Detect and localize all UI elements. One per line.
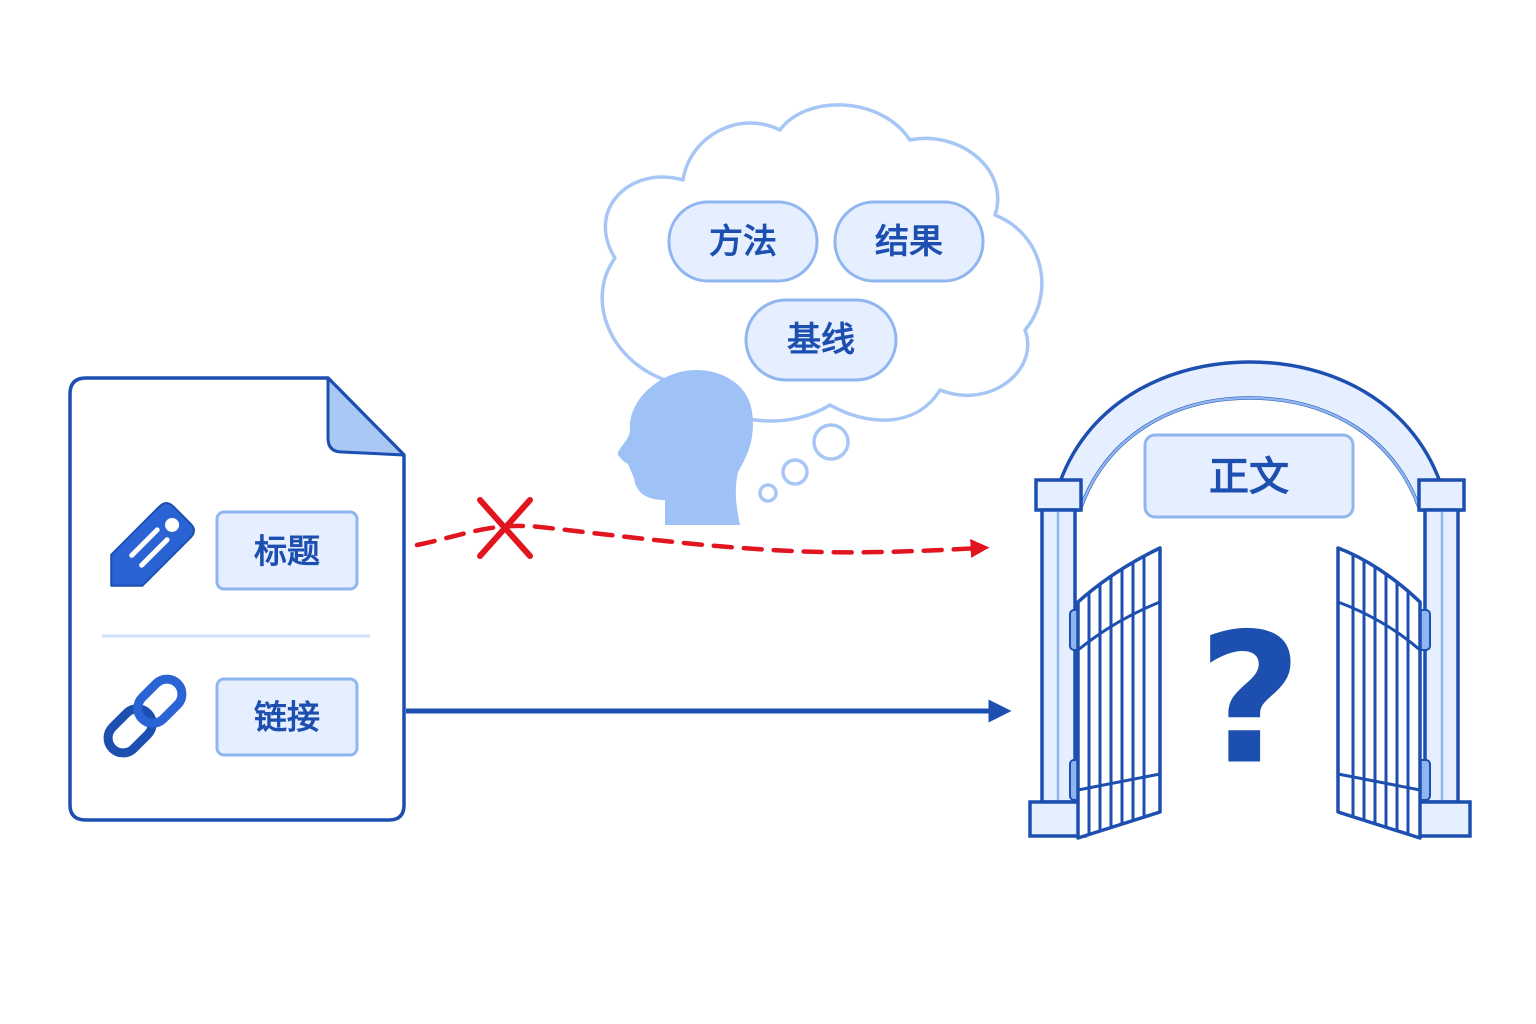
tag-icon (110, 502, 195, 587)
head-icon (617, 369, 753, 525)
thought-bubble-small (758, 483, 778, 503)
title-label: 标题 (254, 532, 320, 571)
cloud-tag-label: 结果 (875, 222, 943, 262)
thought-cloud (600, 103, 1044, 503)
cloud-tag-method: 方法 (667, 200, 819, 283)
gate-sign: 正文 (1143, 433, 1355, 519)
thought-bubble-large (812, 423, 850, 461)
link-label: 链接 (254, 698, 320, 737)
gate-sign-label: 正文 (1209, 454, 1289, 500)
cloud-tag-label: 方法 (709, 222, 777, 262)
document-fold (326, 376, 406, 457)
question-mark-icon: ? (1198, 596, 1302, 805)
title-label-box: 标题 (215, 510, 359, 591)
link-label-box: 链接 (215, 677, 359, 757)
cloud-tag-baseline: 基线 (744, 298, 898, 382)
blocked-dashed-arrow (414, 523, 990, 558)
gate-door-right (1336, 546, 1422, 840)
thought-bubble-medium (781, 458, 809, 486)
cloud-tag-label: 基线 (787, 320, 855, 360)
blocked-x-icon (477, 497, 533, 559)
link-icon (103, 674, 187, 758)
cloud-tag-result: 结果 (833, 200, 985, 283)
gate-door-left (1076, 546, 1162, 840)
